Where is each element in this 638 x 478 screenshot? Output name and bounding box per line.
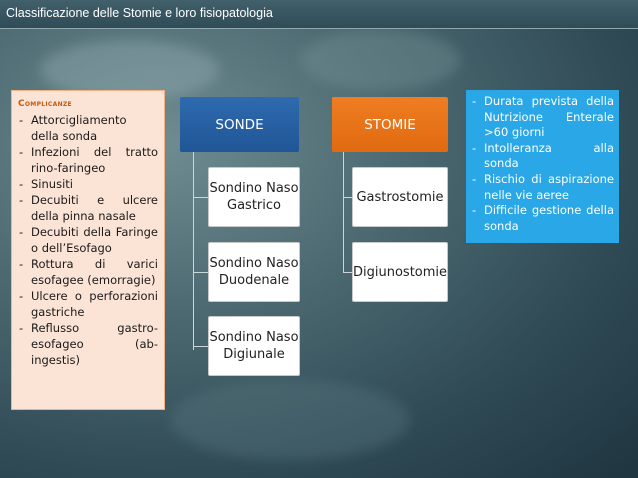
list-item: Infezioni del tratto rino-faringeo [18, 144, 158, 176]
slide-header-bar: Classificazione delle Stomie e loro fisi… [0, 0, 638, 29]
sonde-child-box: Sondino Naso Digiunale [208, 316, 300, 376]
list-item: Ulcere o perforazioni gastriche [18, 288, 158, 320]
sonde-child-box: Sondino Naso Gastrico [208, 167, 300, 227]
list-item: Decubiti e ulcere della pinna nasale [18, 192, 158, 224]
complicanze-list: Attorcigliamento della sonda Infezioni d… [18, 112, 158, 368]
list-item: Decubiti della Faringe o dell’Esofago [18, 224, 158, 256]
stomie-header-box: STOMIE [332, 97, 448, 152]
list-item: Sinusiti [18, 176, 158, 192]
list-item: Intolleranza alla sonda [471, 141, 614, 172]
stomie-child-box: Digiunostomie [352, 242, 448, 302]
sonde-header-box: SONDE [180, 97, 299, 152]
complicanze-panel: Complicanze Attorcigliamento della sonda… [11, 90, 165, 410]
list-item: Attorcigliamento della sonda [18, 112, 158, 144]
list-item: Durata prevista della Nutrizione Enteral… [471, 94, 614, 141]
background-photo-shape [170, 380, 410, 460]
stomie-connector-branch [343, 272, 352, 273]
list-item: Rottura di varici esofagee (emorragie) [18, 256, 158, 288]
sonde-connector-branch [193, 272, 208, 273]
list-item: Rischio di aspirazione nelle vie aeree [471, 172, 614, 203]
list-item: Difficile gestione della sonda [471, 203, 614, 234]
indicazioni-list: Durata prevista della Nutrizione Enteral… [471, 94, 614, 234]
stomie-child-box: Gastrostomie [352, 167, 448, 227]
list-item: Reflusso gastro-esofageo (ab-ingestis) [18, 320, 158, 368]
sonde-connector-line [193, 152, 194, 350]
slide-title: Classificazione delle Stomie e loro fisi… [6, 6, 273, 20]
indicazioni-panel: Durata prevista della Nutrizione Enteral… [466, 90, 619, 243]
complicanze-title: Complicanze [18, 99, 72, 109]
sonde-connector-branch [193, 197, 208, 198]
sonde-child-box: Sondino Naso Duodenale [208, 242, 300, 302]
stomie-connector-branch [343, 197, 352, 198]
stomie-connector-line [343, 152, 344, 273]
sonde-connector-branch [193, 346, 208, 347]
background-photo-shape [300, 30, 460, 90]
